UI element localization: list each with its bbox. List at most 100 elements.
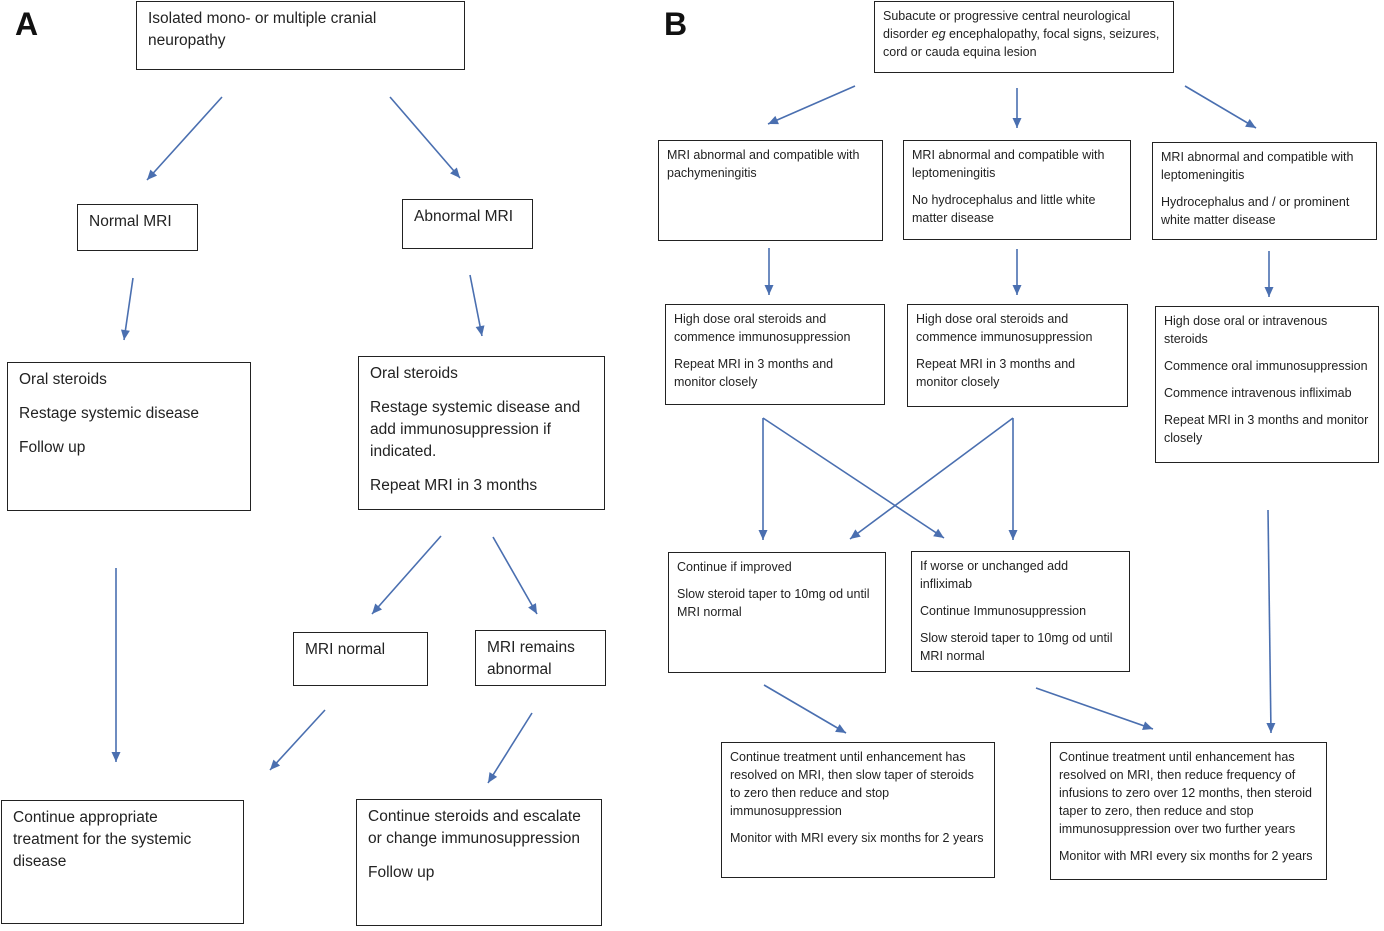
box-text: If worse or unchanged add infliximab bbox=[920, 559, 1069, 591]
box-text: Commence oral immunosuppression bbox=[1164, 359, 1368, 373]
arrow-a-plan-to-mri-normal bbox=[371, 535, 442, 615]
box-a-normal-plan: Oral steroids Restage systemic disease F… bbox=[7, 362, 251, 511]
box-text: Monitor with MRI every six months for 2 … bbox=[1059, 849, 1313, 863]
box-a-continue-systemic: Continue appropriate treatment for the s… bbox=[1, 800, 244, 924]
arrow-b-top-to-lepto bbox=[1012, 88, 1022, 128]
arrow-b-improved-to-outcome bbox=[763, 684, 847, 734]
arrow-b-top-to-hydro bbox=[1184, 85, 1257, 129]
box-text: MRI abnormal and compatible with leptome… bbox=[912, 148, 1105, 180]
arrow-b-treat1-to-worse-head bbox=[933, 528, 944, 538]
arrow-b-pachy-to-treat bbox=[764, 248, 774, 295]
arrow-b-worse-to-outcome bbox=[1035, 687, 1154, 730]
arrow-b-hydro-to-outcome-head bbox=[1266, 722, 1276, 733]
box-b-continue-if-improved: Continue if improved Slow steroid taper … bbox=[668, 552, 886, 673]
box-b-leptomeningitis-hydro: MRI abnormal and compatible with leptome… bbox=[1152, 142, 1377, 240]
arrow-b-top-to-pachy-head bbox=[768, 115, 779, 125]
box-text: High dose oral steroids and commence imm… bbox=[674, 312, 851, 344]
arrow-b-lepto-to-treat-head bbox=[1012, 285, 1022, 295]
arrow-a-top-to-abnormal-head bbox=[450, 167, 460, 178]
arrow-a-plan-to-remains bbox=[492, 536, 538, 615]
box-b-treatment-hydro: High dose oral or intravenous steroids C… bbox=[1155, 306, 1379, 463]
arrow-b-lepto-to-treat bbox=[1012, 249, 1022, 295]
box-b-treatment-lepto: High dose oral steroids and commence imm… bbox=[907, 304, 1128, 407]
box-text: MRI abnormal and compatible with leptome… bbox=[1161, 150, 1354, 182]
arrow-b-pachy-to-treat-head bbox=[764, 285, 774, 295]
arrow-a-normal-to-plan bbox=[120, 277, 134, 341]
arrow-b-treat2-to-worse bbox=[1008, 418, 1018, 540]
arrow-b-top-to-hydro-head bbox=[1245, 119, 1256, 128]
arrow-a-remains-to-escalate-head bbox=[488, 772, 498, 783]
box-b-treatment-pachy: High dose oral steroids and commence imm… bbox=[665, 304, 885, 405]
arrow-b-top-to-lepto-head bbox=[1012, 118, 1022, 128]
arrow-a-abnormal-to-plan bbox=[469, 274, 485, 337]
arrow-b-top-to-pachy bbox=[767, 85, 856, 125]
box-text: Continue if improved bbox=[677, 560, 792, 574]
arrow-a-plan-to-remains-head bbox=[528, 603, 537, 614]
arrow-a-plan-to-mri-normal-head bbox=[372, 603, 382, 614]
box-text: Repeat MRI in 3 months and monitor close… bbox=[674, 357, 834, 389]
box-text: Restage systemic disease and add immunos… bbox=[370, 399, 581, 460]
arrow-a-plan-to-systemic-head bbox=[111, 752, 121, 762]
box-text: Repeat MRI in 3 months and monitor close… bbox=[1164, 413, 1369, 445]
box-text: Continue appropriate treatment for the s… bbox=[13, 809, 192, 870]
box-text: High dose oral steroids and commence imm… bbox=[916, 312, 1093, 344]
arrow-b-hydro-to-outcome bbox=[1266, 509, 1276, 734]
panel-a-label: A bbox=[15, 6, 39, 42]
arrow-b-improved-to-outcome-head bbox=[835, 724, 846, 733]
box-text: High dose oral or intravenous steroids bbox=[1164, 314, 1328, 346]
box-text: Monitor with MRI every six months for 2 … bbox=[730, 831, 984, 845]
box-a-mri-normal: MRI normal bbox=[293, 632, 428, 686]
box-text: No hydrocephalus and little white matter… bbox=[912, 193, 1096, 225]
box-b-outcome-infusion-taper: Continue treatment until enhancement has… bbox=[1050, 742, 1327, 880]
arrow-a-top-to-abnormal bbox=[389, 96, 461, 179]
arrow-a-plan-to-systemic bbox=[111, 568, 121, 762]
arrow-b-treat1-to-improved bbox=[758, 418, 768, 540]
box-a-abnormal-plan: Oral steroids Restage systemic disease a… bbox=[358, 356, 605, 510]
arrow-a-normal-to-plan-head bbox=[120, 329, 130, 340]
box-text: Repeat MRI in 3 months and monitor close… bbox=[916, 357, 1076, 389]
box-b-leptomeningitis-no-hydro: MRI abnormal and compatible with leptome… bbox=[903, 140, 1131, 240]
arrow-b-treat1-to-worse bbox=[762, 417, 945, 539]
box-text: Subacute or progressive central neurolog… bbox=[883, 9, 1160, 59]
arrow-a-mri-normal-to-systemic-head bbox=[270, 759, 281, 770]
arrow-b-treat2-to-worse-head bbox=[1008, 530, 1018, 540]
arrow-b-treat1-to-improved-head bbox=[758, 530, 768, 540]
arrow-a-top-to-normal-head bbox=[147, 169, 158, 180]
box-text: Commence intravenous infliximab bbox=[1164, 386, 1352, 400]
box-text: Normal MRI bbox=[89, 213, 172, 230]
box-text: Restage systemic disease bbox=[19, 405, 200, 422]
box-text: Continue treatment until enhancement has… bbox=[1059, 750, 1312, 836]
arrow-b-worse-to-outcome-head bbox=[1142, 721, 1153, 730]
box-b-pachymeningitis: MRI abnormal and compatible with pachyme… bbox=[658, 140, 883, 241]
box-text: Slow steroid taper to 10mg od until MRI … bbox=[920, 631, 1113, 663]
box-a-continue-escalate: Continue steroids and escalate or change… bbox=[356, 799, 602, 926]
arrow-b-hydro-to-treat-head bbox=[1264, 287, 1274, 297]
box-text: MRI normal bbox=[305, 641, 386, 658]
box-text: Continue treatment until enhancement has… bbox=[730, 750, 974, 818]
arrow-a-remains-to-escalate bbox=[487, 712, 533, 784]
box-text: Slow steroid taper to 10mg od until MRI … bbox=[677, 587, 870, 619]
box-text: Continue Immunosuppression bbox=[920, 604, 1087, 618]
box-a-normal-mri: Normal MRI bbox=[77, 204, 198, 251]
box-text: Continue steroids and escalate or change… bbox=[368, 808, 581, 847]
box-text: Follow up bbox=[368, 864, 435, 881]
arrow-b-hydro-to-treat bbox=[1264, 251, 1274, 297]
box-text: Isolated mono- or multiple cranial neuro… bbox=[148, 10, 377, 49]
box-b-worse-or-unchanged: If worse or unchanged add infliximab Con… bbox=[911, 551, 1130, 672]
box-text: Hydrocephalus and / or prominent white m… bbox=[1161, 195, 1350, 227]
box-b-outcome-steroid-taper: Continue treatment until enhancement has… bbox=[721, 742, 995, 878]
box-text: Follow up bbox=[19, 439, 86, 456]
box-text: MRI abnormal and compatible with pachyme… bbox=[667, 148, 860, 180]
box-a-isolated-neuropathy: Isolated mono- or multiple cranial neuro… bbox=[136, 1, 465, 70]
box-text: Repeat MRI in 3 months bbox=[370, 477, 538, 494]
arrow-b-treat2-to-improved bbox=[849, 417, 1014, 540]
arrow-a-abnormal-to-plan-head bbox=[475, 325, 485, 336]
box-b-central-disorder: Subacute or progressive central neurolog… bbox=[874, 1, 1174, 73]
box-a-abnormal-mri: Abnormal MRI bbox=[402, 199, 533, 249]
box-text: Abnormal MRI bbox=[414, 208, 514, 225]
arrow-b-treat2-to-improved-head bbox=[850, 529, 861, 539]
box-text: Oral steroids bbox=[370, 365, 458, 382]
box-a-mri-remains-abnormal: MRI remains abnormal bbox=[475, 630, 606, 686]
box-text: Oral steroids bbox=[19, 371, 107, 388]
